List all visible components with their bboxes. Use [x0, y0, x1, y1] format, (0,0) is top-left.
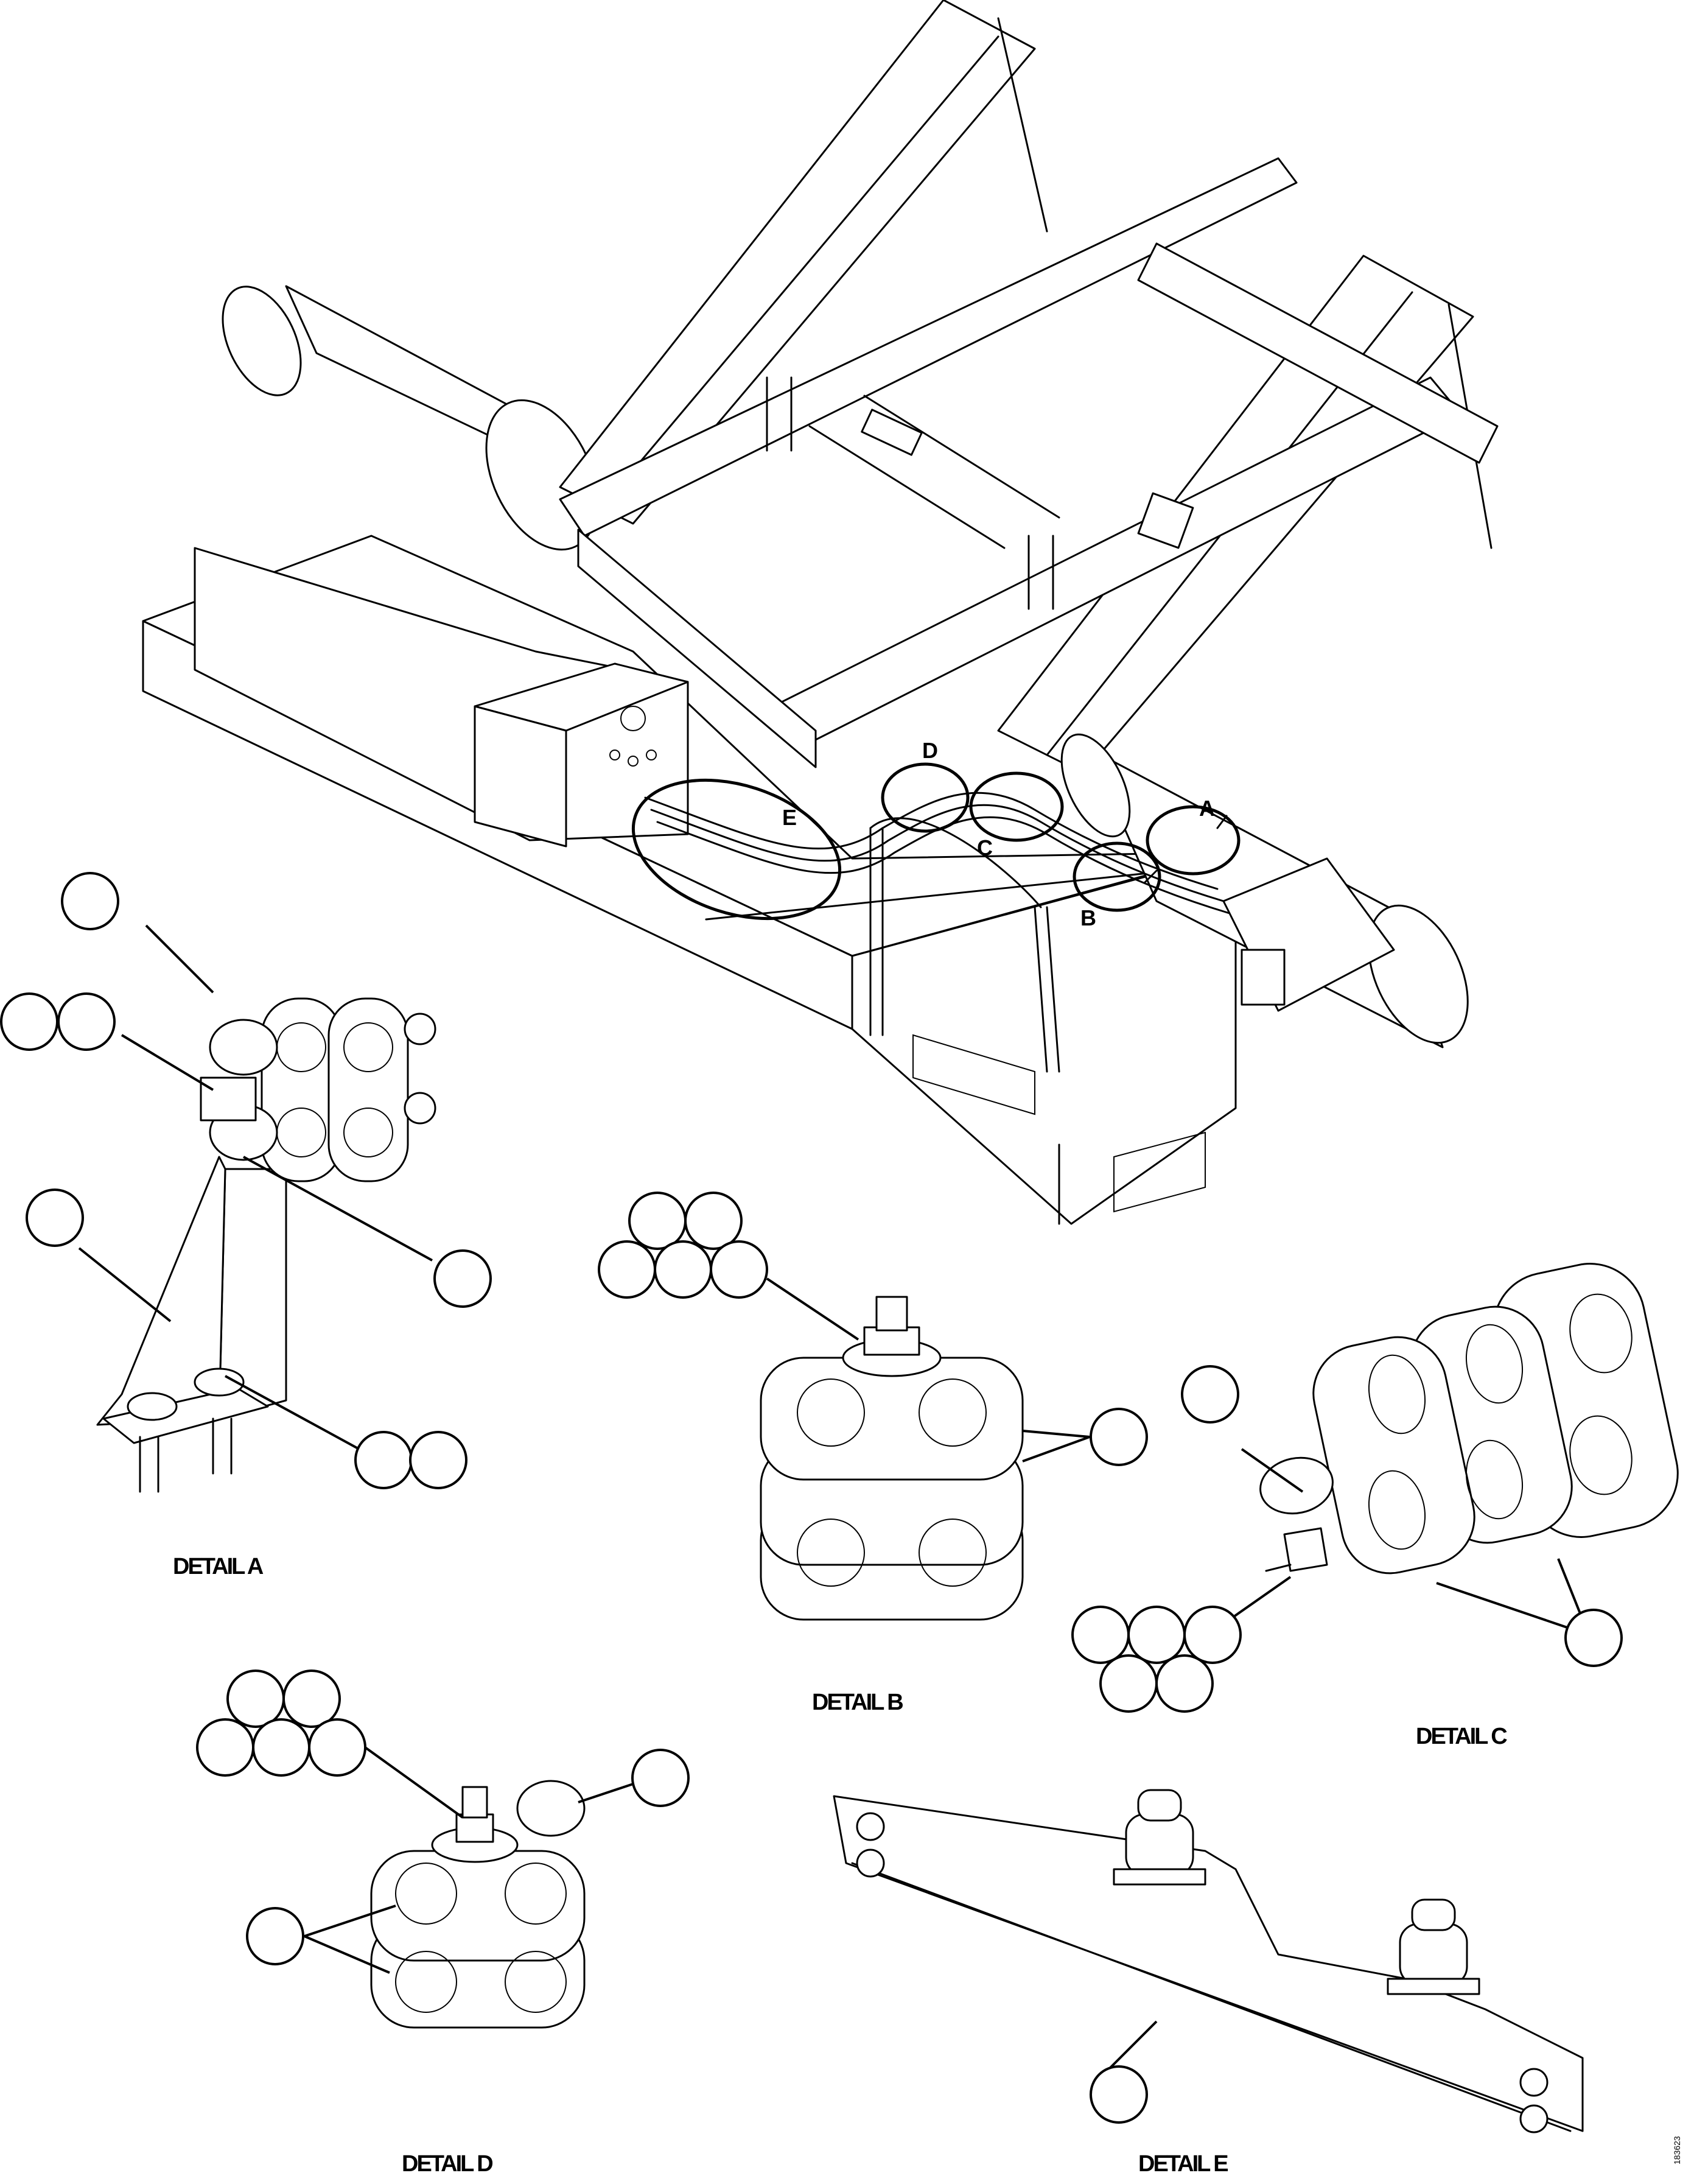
- callout-letter-a: A: [1199, 796, 1215, 821]
- detail-b-label: DETAIL B: [812, 1690, 903, 1715]
- callout-ring-b: [1073, 841, 1161, 912]
- detail-c: DETAIL C: [1071, 1263, 1679, 1749]
- callout-ring-e: [631, 778, 842, 921]
- detail-d: DETAIL D: [196, 1670, 690, 2177]
- drawing-id: 183623: [1672, 2136, 1682, 2165]
- callout-letter-e: E: [782, 805, 797, 830]
- right-tank: [1060, 733, 1469, 1048]
- detail-e: DETAIL E: [833, 1789, 1584, 2177]
- callout-ring-c: [969, 771, 1064, 842]
- detail-d-label: DETAIL D: [402, 2151, 492, 2177]
- detail-a-label: DETAIL A: [173, 1554, 264, 1579]
- callout-ring-d: [881, 762, 970, 833]
- callout-letter-b: B: [1080, 905, 1096, 930]
- callout-ring-a: [1143, 805, 1241, 884]
- left-lift-arm: [559, 0, 1048, 525]
- center-frame: [559, 157, 1499, 768]
- detail-a: DETAIL A: [0, 872, 492, 1579]
- callout-letter-d: D: [922, 738, 938, 763]
- left-tank: [222, 285, 598, 551]
- detail-c-label: DETAIL C: [1416, 1724, 1507, 1749]
- callout-letter-c: C: [977, 835, 993, 860]
- handrail: [869, 817, 1060, 1073]
- main-assembly-view: A B C D E: [142, 0, 1499, 1225]
- detail-b: DETAIL B: [598, 1192, 1148, 1715]
- detail-e-label: DETAIL E: [1138, 2151, 1228, 2177]
